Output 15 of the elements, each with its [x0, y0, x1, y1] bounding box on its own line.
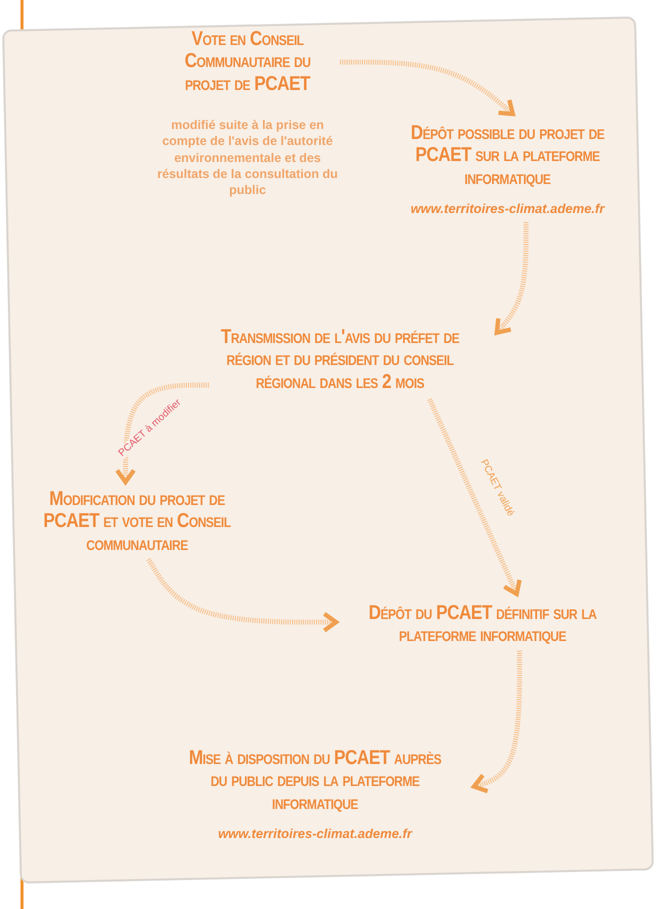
step-title: Dépôt du PCAET définitif sur la plateforme informatique — [368, 602, 598, 647]
arrow — [115, 382, 209, 484]
step-title: Transmission de l'avis du préfet de région et du président du conseil régional dans les 2 mois — [220, 326, 460, 394]
arrow — [494, 222, 529, 335]
arrow — [472, 650, 522, 794]
step-title: Dépôt possible du projet de PCAET sur la plateforme informatique — [410, 122, 606, 190]
web-address: www.territoires-climat.ademe.fr — [217, 826, 414, 842]
arrow — [427, 398, 522, 596]
step-title: Modification du projet de PCAET et vote en Conseil communautaire — [42, 488, 232, 556]
step-title: Mise à disposition du PCAET auprès du public depuis la plateforme informatique — [188, 747, 442, 814]
step-title: Vote en Conseil Communautaire du projet de PCAET — [184, 28, 312, 96]
web-address: www.territoires-climat.ademe.fr — [410, 201, 606, 216]
arrow — [340, 60, 515, 116]
arrow — [146, 558, 338, 633]
step-note: modifié suite à la prise en compte de l'avis de l'autorité environnementale et des résultats de la consultation du public — [156, 117, 339, 198]
